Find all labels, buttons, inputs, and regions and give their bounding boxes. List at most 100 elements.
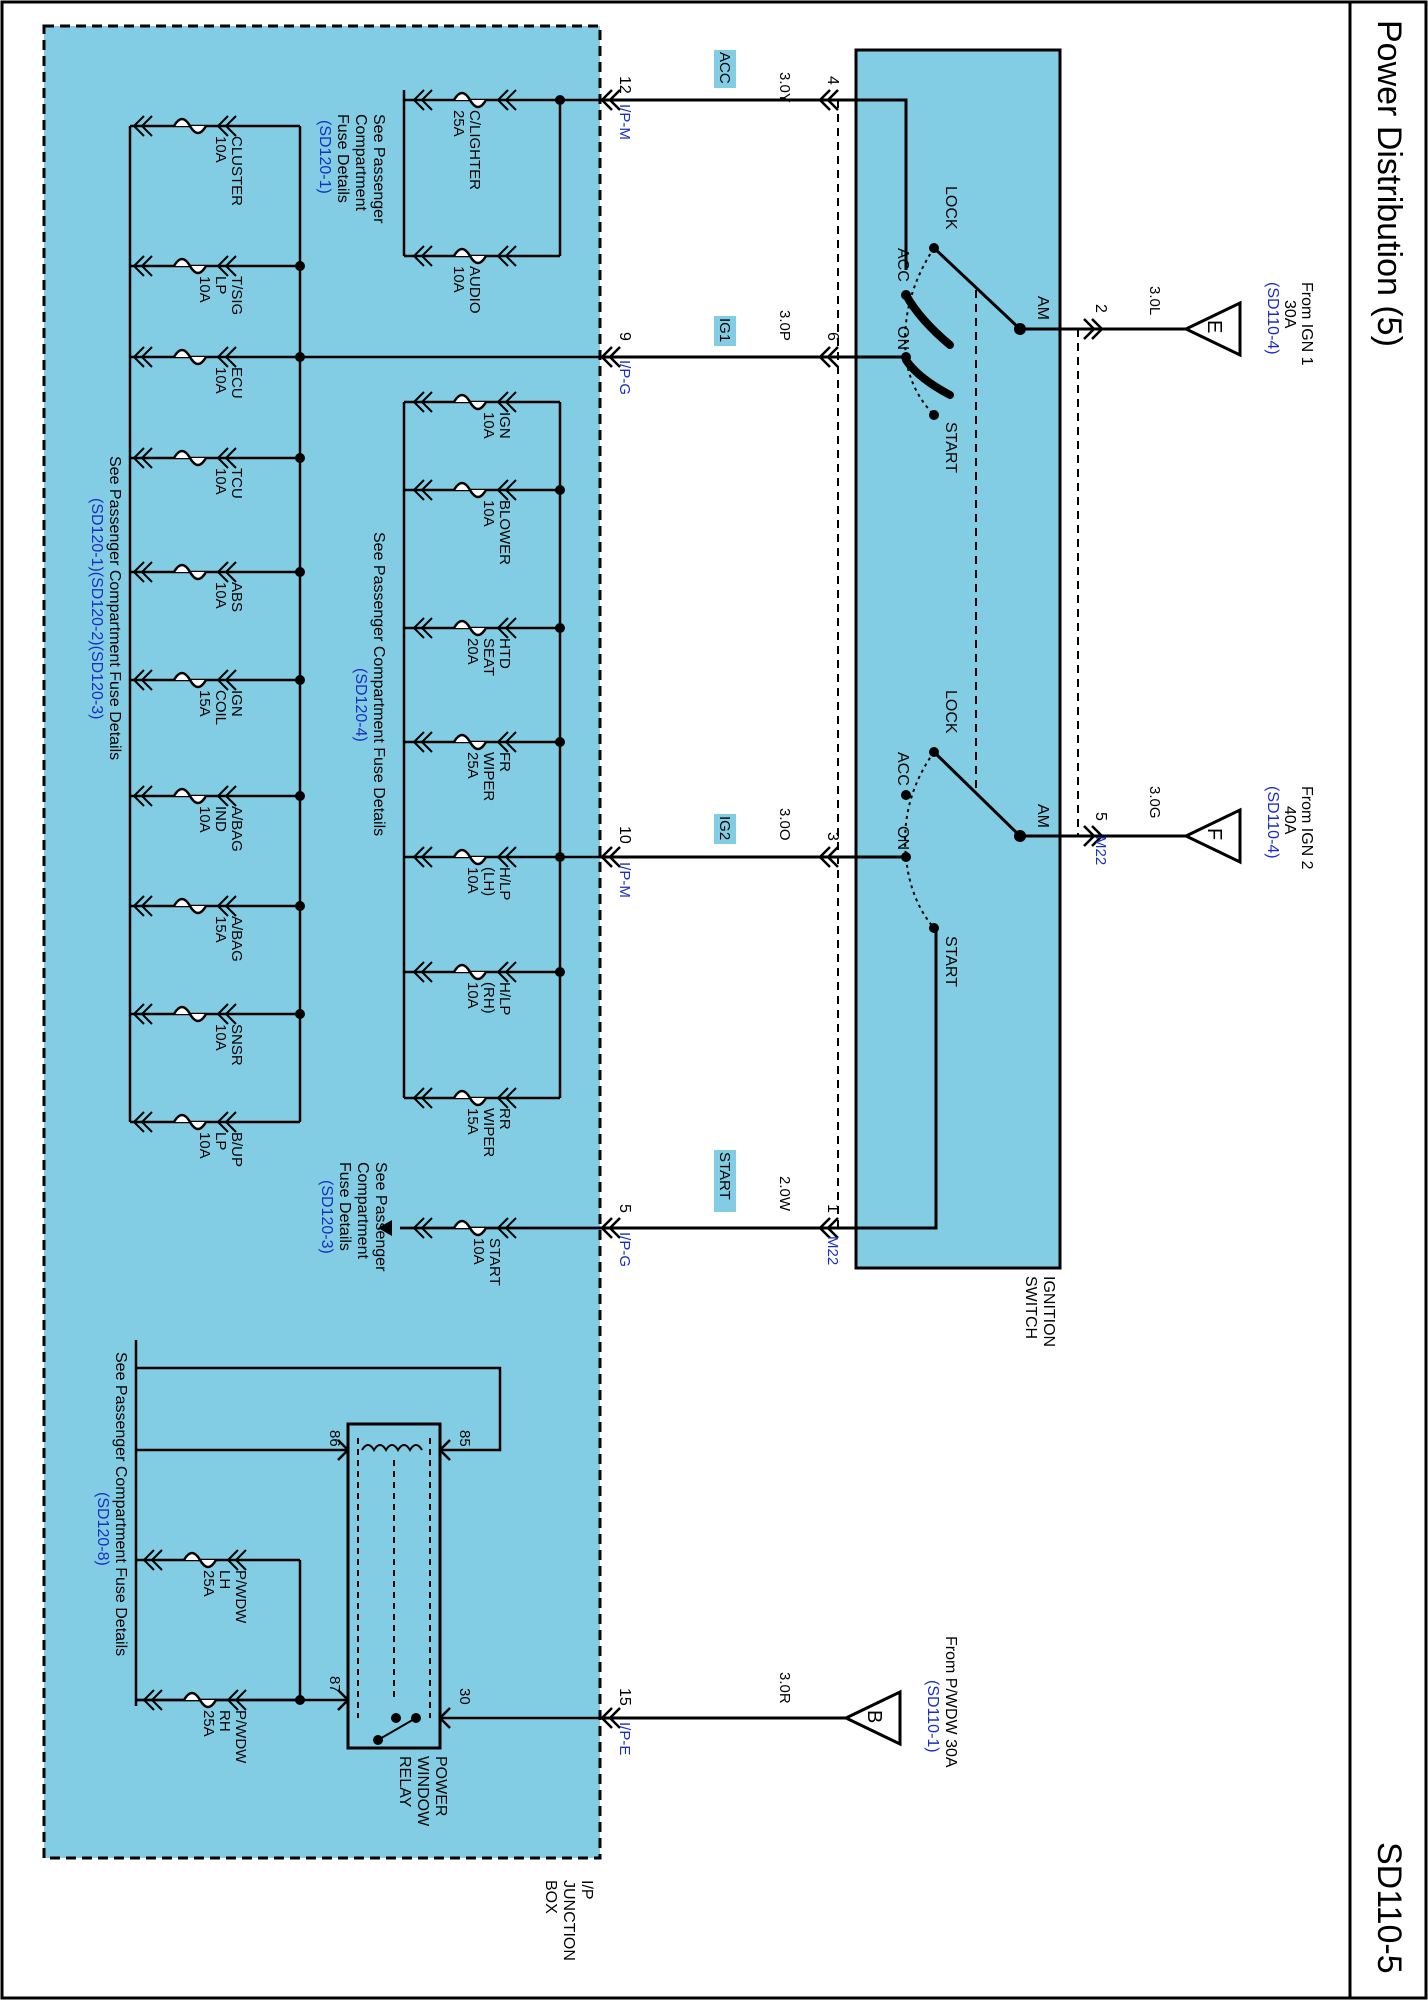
page-title: Power Distribution (5) (1370, 20, 1408, 347)
fuse-name: LH (216, 1570, 233, 1589)
note-start-ref[interactable]: (SD120-3) (318, 1180, 335, 1254)
fuse-name: T/SIG (228, 276, 245, 315)
fuse-rating: 25A (450, 110, 467, 137)
fuse-rating: 10A (212, 582, 229, 609)
ig2-fuse-bus (402, 402, 600, 1098)
circuit-label-ig1: IG1 (716, 318, 733, 342)
relay-contact-dots (373, 1713, 421, 1745)
note-start-2: Compartment (354, 1162, 371, 1259)
fuse-name: (RH) (480, 982, 497, 1014)
fuse-name: B/UP (228, 1132, 245, 1167)
pin-jb-acc: 12 (616, 76, 633, 94)
fuse-rating: 10A (464, 982, 481, 1009)
fuse-name: A/BAG (228, 916, 245, 962)
page-number: SD110-5 (1370, 1842, 1408, 1974)
fuse-name: ABS (228, 582, 245, 612)
fuse-rating: 10A (196, 1132, 213, 1159)
fuse-ig2-5: H/LP(RH)10A (404, 961, 565, 1015)
wire-color-ig1: 3.0P (776, 310, 793, 341)
note-pwdw: See Passenger Compartment Fuse Details (112, 1352, 129, 1656)
pin-sw-ig2: 3 (824, 832, 841, 841)
fuse-ig2-4: H/LP(LH)10A (404, 846, 565, 900)
pin-jb-ig1: 9 (616, 332, 633, 341)
switch-label-start-1: START (942, 422, 959, 473)
fuse-name: (LH) (480, 867, 497, 896)
switch-label-start-2: START (942, 936, 959, 987)
fuse-name: WIPER (480, 1108, 497, 1157)
relay-label-2: WINDOW (414, 1756, 431, 1827)
connector-ipg-a: I/P-G (616, 360, 633, 395)
pin-sw-start: 1 (824, 1204, 841, 1213)
note-ig1-ref[interactable]: (SD120-1)(SD120-2)(SD120-3) (88, 498, 105, 719)
pin-sw-am1: 2 (1092, 304, 1109, 313)
connector-ipm-a: I/P-M (616, 104, 633, 140)
fuse-rating: 10A (480, 500, 497, 527)
source-b-ref[interactable]: (SD110-1) (924, 1680, 941, 1753)
note-ig2-ref[interactable]: (SD120-4) (352, 668, 369, 742)
relay-pin-86: 86 (326, 1430, 343, 1447)
junction-box-label: I/P (578, 1880, 595, 1900)
fuse-name: TCU (228, 468, 245, 499)
ignition-switch-box (854, 48, 1062, 1270)
fuse-name: FR (496, 752, 513, 772)
fuse-name: COIL (212, 690, 229, 725)
note-acc: See Passenger (370, 114, 387, 224)
pin-jb-start: 5 (616, 1204, 633, 1213)
source-f-ref[interactable]: (SD110-4) (1264, 786, 1281, 859)
switch-label-on-2: ON (894, 826, 911, 850)
pin-sw-ig1: 6 (824, 332, 841, 341)
note-pwdw-ref[interactable]: (SD120-8) (94, 1492, 111, 1566)
fuse-rating: 25A (200, 1570, 217, 1597)
pin-sw-acc: 4 (824, 76, 841, 85)
fuse-rating: 15A (196, 690, 213, 717)
note-acc-3: Fuse Details (334, 114, 351, 203)
source-f-label: From IGN 2 (1298, 786, 1315, 870)
relay-pin-87: 87 (326, 1676, 343, 1693)
source-e-label-2: 30A (1281, 300, 1298, 329)
fuse-name: IGN (496, 412, 513, 439)
note-ig2: See Passenger Compartment Fuse Details (370, 532, 387, 836)
fuse-rating: 10A (464, 867, 481, 894)
ig1-fuse-bus (128, 126, 600, 1122)
switch-label-on-1: ON (894, 326, 911, 350)
fuse-name: CLUSTER (228, 136, 245, 206)
connector-ipe: I/P-E (616, 1722, 633, 1755)
fuse-name: HTD (496, 638, 513, 669)
fuse-rating: 10A (470, 1238, 487, 1265)
fuse-name: P/WDW (232, 1570, 249, 1624)
fuse-name: RR (496, 1108, 513, 1130)
ignition-switch-label-2: SWITCH (1022, 1276, 1039, 1339)
relay-pin-85: 85 (456, 1430, 473, 1447)
note-ig1: See Passenger Compartment Fuse Details (106, 456, 123, 760)
source-b-letter: B (863, 1710, 885, 1723)
fuse-name: START (486, 1238, 503, 1286)
mechanical-links (837, 100, 1079, 1228)
junction-box-label-3: BOX (542, 1880, 559, 1914)
fuse-rating: 10A (450, 266, 467, 293)
note-acc-ref[interactable]: (SD120-1) (316, 120, 333, 194)
relay-pin-30: 30 (456, 1688, 473, 1705)
source-e-letter: E (1203, 320, 1225, 333)
source-e-ref[interactable]: (SD110-4) (1264, 282, 1281, 355)
switch-contacts (902, 291, 954, 399)
fuse-name: ECU (228, 367, 245, 399)
relay-chevrons (337, 1439, 451, 1729)
wire-color-pwdw: 3.0R (776, 1672, 793, 1704)
fuse-rating: 10A (196, 276, 213, 303)
